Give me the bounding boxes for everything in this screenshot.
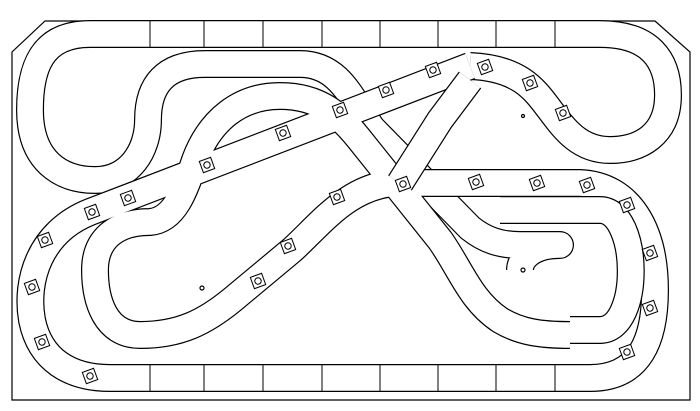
center-mark: [199, 285, 205, 291]
pier-marker: [424, 61, 442, 79]
pier-marker: [81, 367, 99, 385]
pier-marker: [641, 244, 659, 262]
pier-marker: [33, 333, 51, 351]
pier-marker: [328, 188, 346, 206]
pier-marker: [119, 189, 137, 207]
track-bed: [469, 21, 681, 163]
pier-marker: [641, 299, 659, 317]
baseboard-outline: [11, 20, 691, 401]
pier-marker: [377, 81, 395, 99]
track-bed: [389, 72, 481, 190]
pier-marker: [23, 278, 41, 296]
pier-marker: [467, 173, 485, 191]
track-bed: [500, 197, 644, 343]
pier-marker: [394, 175, 412, 193]
pier-group: [23, 58, 659, 385]
pier-marker: [554, 104, 572, 122]
pier-marker: [198, 156, 216, 174]
pier-marker: [331, 101, 349, 119]
pier-marker: [578, 176, 596, 194]
pier-marker: [83, 203, 101, 221]
pier-marker: [618, 196, 636, 214]
track-bed: [17, 54, 668, 391]
track-bed: [17, 21, 600, 272]
pier-marker: [618, 343, 636, 361]
pier-marker: [274, 124, 292, 142]
pier-marker: [36, 231, 54, 249]
track-group: [16, 20, 682, 392]
pier-marker: [249, 272, 267, 290]
pier-marker: [476, 58, 494, 76]
pier-marker: [521, 74, 539, 92]
center-mark: [520, 267, 526, 273]
pier-marker: [528, 174, 546, 192]
center-mark: [520, 113, 526, 119]
pier-marker: [279, 237, 297, 255]
